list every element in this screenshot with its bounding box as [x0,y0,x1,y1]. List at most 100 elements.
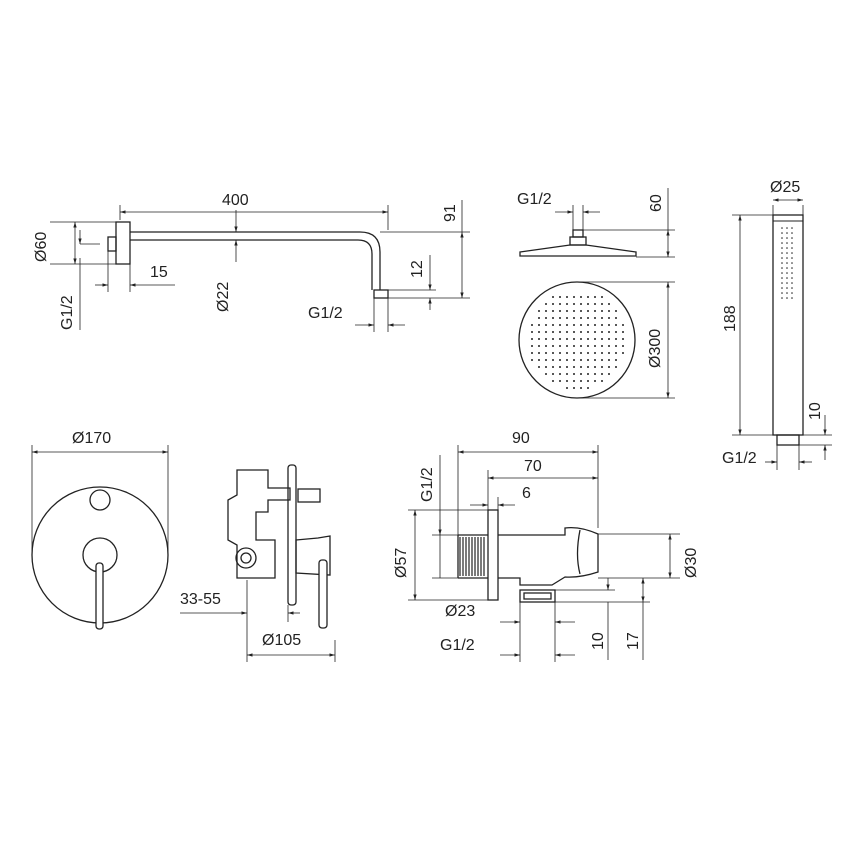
nozzle-dot [566,359,568,361]
nozzle-dot [786,287,788,289]
nozzle-dot [559,345,561,347]
nozzle-dot [594,338,596,340]
nozzle-dot [601,317,603,319]
nozzle-dot [601,345,603,347]
nozzle-dot [573,380,575,382]
nozzle-dot [545,324,547,326]
hand-dia-label: Ø25 [770,179,800,196]
nozzle-dot [615,331,617,333]
nozzle-dot [781,287,783,289]
nozzle-pattern [531,296,624,389]
nozzle-dot [786,252,788,254]
head-dia-label: Ø300 [647,329,664,368]
arm-length-label: 400 [222,192,249,209]
flange-dia-label: Ø60 [33,232,50,262]
nozzle-dot [791,272,793,274]
nozzle-dot [601,310,603,312]
nozzle-dot [615,345,617,347]
nozzle-dot [622,338,624,340]
nozzle-dot [781,247,783,249]
nozzle-dot [552,345,554,347]
nozzle-dot [566,387,568,389]
nozzle-dot [608,317,610,319]
nozzle-dot [791,262,793,264]
nozzle-dot [538,310,540,312]
nozzle-dot [552,366,554,368]
nozzle-dot [566,373,568,375]
nozzle-dot [566,324,568,326]
nozzle-dot [538,338,540,340]
nozzle-dot [622,324,624,326]
nozzle-dot [786,267,788,269]
nozzle-dot [791,277,793,279]
nozzle-dot [615,366,617,368]
nozzle-dot [786,232,788,234]
nozzle-dot [552,296,554,298]
nozzle-dot [552,317,554,319]
nozzle-dot [580,352,582,354]
nozzle-dot [608,345,610,347]
nozzle-dot [594,296,596,298]
nozzle-dot [580,324,582,326]
nozzle-dot [559,380,561,382]
nozzle-dot [781,282,783,284]
nozzle-dot [538,359,540,361]
nozzle-dot [573,338,575,340]
nozzle-dot [601,380,603,382]
inlet-thread-label: G1/2 [59,295,76,330]
nozzle-dot [580,296,582,298]
nozzle-dot [615,359,617,361]
nozzle-dot [594,345,596,347]
nozzle-dot [791,252,793,254]
nozzle-dot [545,310,547,312]
nozzle-dot [573,366,575,368]
nozzle-dot [608,331,610,333]
nozzle-dot [559,296,561,298]
nozzle-dot [781,277,783,279]
outlet-height2-label: 17 [625,632,642,650]
nozzle-dot [781,252,783,254]
holder-depth-label: 70 [524,458,542,475]
nozzle-dot [781,237,783,239]
nozzle-dot [552,373,554,375]
nozzle-dot [587,296,589,298]
nozzle-dot [608,373,610,375]
mixer-side: 33-55 Ø105 [180,464,336,662]
pipe-dia-label: Ø22 [215,282,232,312]
nozzle-dot [587,359,589,361]
nozzle-dot [531,352,533,354]
nozzle-dot [594,303,596,305]
nozzle-dot [608,359,610,361]
nozzle-dot [615,352,617,354]
nozzle-dot [573,352,575,354]
nozzle-dot [538,317,540,319]
hand-length-label: 188 [722,305,739,332]
nozzle-dot [791,257,793,259]
nozzle-dot [594,352,596,354]
nozzle-dot [608,338,610,340]
nozzle-dot [559,331,561,333]
nozzle-dot [559,310,561,312]
nozzle-dot [538,345,540,347]
nozzle-dot [587,303,589,305]
hand-nozzles [781,227,793,299]
nozzle-dot [587,380,589,382]
nozzle-dot [791,232,793,234]
nozzle-dot [601,296,603,298]
nozzle-dot [791,267,793,269]
nozzle-dot [580,317,582,319]
nozzle-dot [781,292,783,294]
nozzle-dot [594,366,596,368]
nozzle-dot [786,247,788,249]
nozzle-dot [791,247,793,249]
nozzle-dot [580,359,582,361]
nozzle-dot [531,331,533,333]
nozzle-dot [559,352,561,354]
nozzle-dot [594,359,596,361]
nozzle-dot [587,317,589,319]
nozzle-dot [615,338,617,340]
nozzle-dot [538,352,540,354]
nozzle-dot [587,310,589,312]
offset-label: 6 [522,485,531,502]
nozzle-dot [580,303,582,305]
